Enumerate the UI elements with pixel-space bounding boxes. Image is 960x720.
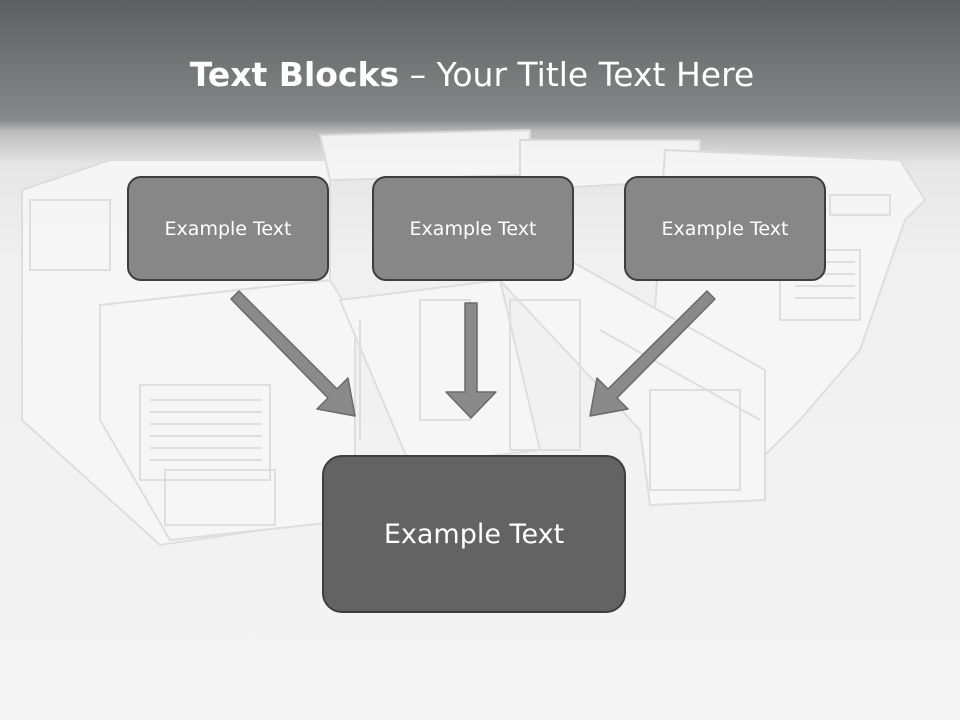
text-block-right-label: Example Text <box>661 217 789 240</box>
text-block-left[interactable]: Example Text <box>127 176 329 281</box>
title-rest: Your Title Text Here <box>436 55 755 94</box>
arrow-right-icon <box>589 290 716 417</box>
text-block-center-label: Example Text <box>383 518 565 550</box>
text-block-center[interactable]: Example Text <box>322 455 626 613</box>
text-block-left-label: Example Text <box>164 217 292 240</box>
arrow-left-icon <box>230 290 356 417</box>
arrow-middle-icon <box>445 302 497 419</box>
text-block-right[interactable]: Example Text <box>624 176 826 281</box>
title-dash: – <box>399 55 437 94</box>
text-block-middle-label: Example Text <box>409 217 537 240</box>
text-block-middle[interactable]: Example Text <box>372 176 574 281</box>
title-bold: Text Blocks <box>189 55 400 94</box>
slide-title: Text Blocks – Your Title Text Here <box>0 52 944 98</box>
